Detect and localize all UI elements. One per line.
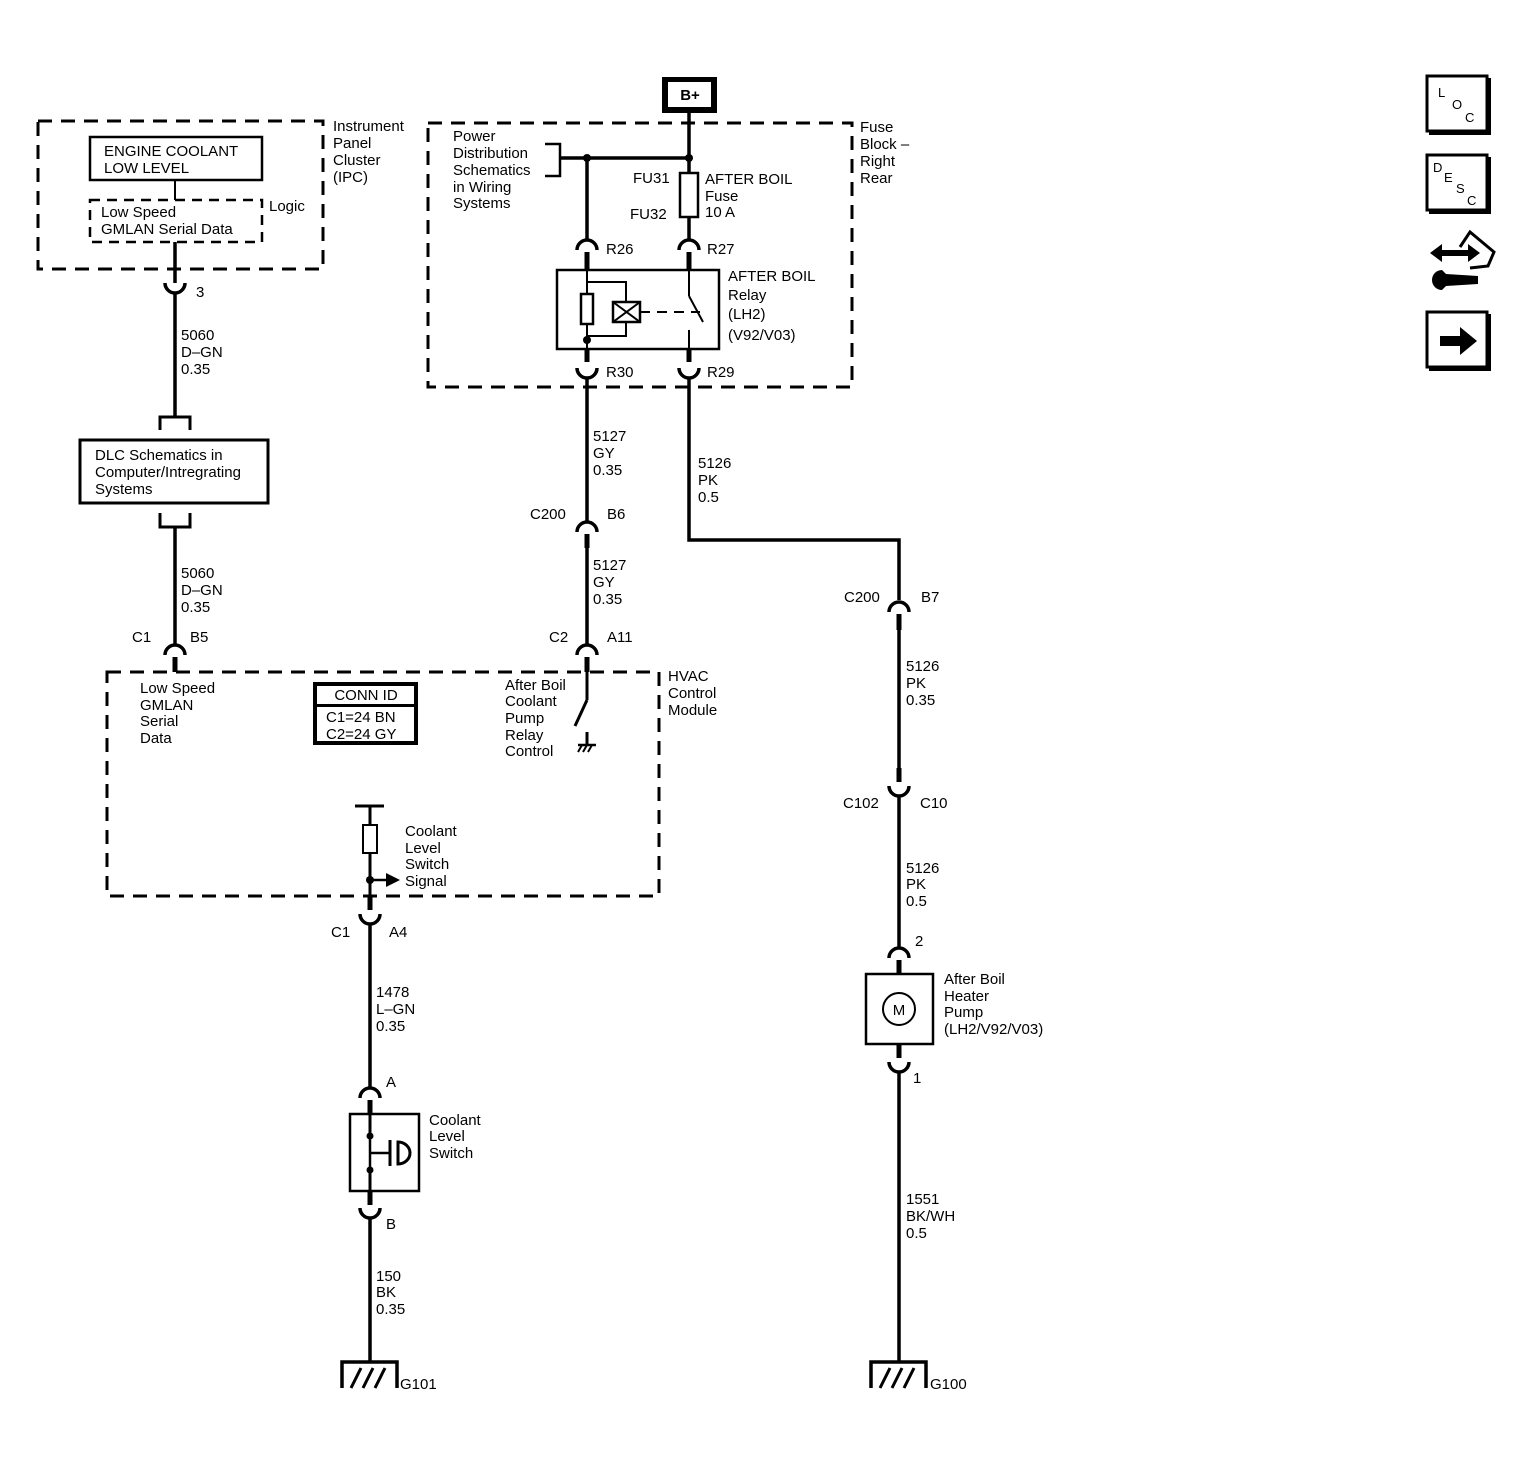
conn-id-title: CONN ID <box>334 687 398 704</box>
ground-g100-label: G100 <box>930 1376 967 1393</box>
c1-a4-conn: C1 <box>331 924 350 941</box>
hvac-control-module: HVAC Control Module Low Speed GMLAN Seri… <box>105 668 721 898</box>
wire-5126-lower: 5126 PK 0.5 <box>906 860 944 910</box>
ipc-logic-gmlan: Low Speed GMLAN Serial Data <box>101 204 233 238</box>
pump-label: After Boil Heater Pump (LH2/V92/V03) <box>944 971 1043 1038</box>
svg-text:C: C <box>1467 193 1476 208</box>
ipc-connector-pin: 3 <box>196 284 204 301</box>
coolant-switch-signal-label: Coolant Level Switch Signal <box>405 823 461 890</box>
power-distribution-label: Power Distribution Schematics in Wiring … <box>453 128 535 212</box>
wire-5127-lower: 5127 GY 0.35 <box>593 557 631 608</box>
wire-5060-lower: 5060 D–GN 0.35 <box>181 565 227 616</box>
wire-5127-upper: 5127 GY 0.35 <box>593 428 631 479</box>
coolant-level-switch-label: Coolant Level Switch <box>429 1112 485 1162</box>
svg-text:E: E <box>1444 170 1453 185</box>
dlc-box: DLC Schematics in Computer/Intregrating … <box>78 438 270 505</box>
c1-b5-pin: B5 <box>190 629 208 646</box>
hvac-name: HVAC Control Module <box>668 668 721 719</box>
chassis-ground-icon <box>577 743 596 753</box>
c102-c10-pin: C10 <box>920 795 948 812</box>
switch-pin-b: B <box>386 1216 396 1233</box>
conn-id-rows: C1=24 BN C2=24 GY <box>326 709 400 743</box>
motor-symbol: M <box>893 1002 906 1019</box>
c200-b7-pin: B7 <box>921 589 939 606</box>
c102-c10-conn: C102 <box>843 795 879 812</box>
c200-b6-conn: C200 <box>530 506 566 523</box>
ground-g101-label: G101 <box>400 1376 437 1393</box>
svg-text:C: C <box>1465 110 1474 125</box>
c2-a11-conn: C2 <box>549 629 568 646</box>
after-boil-heater-pump: M After Boil Heater Pump (LH2/V92/V03) <box>864 971 1043 1046</box>
wire-150: 150 BK 0.35 <box>376 1268 405 1318</box>
fuse-id-fu31: FU31 <box>633 170 670 187</box>
fuse-block-name: Fuse Block – Right Rear <box>860 119 913 187</box>
pump-pin-bottom: 1 <box>913 1070 921 1087</box>
wire-5126-upper: 5126 PK 0.5 <box>698 455 736 506</box>
pin-r30: R30 <box>606 364 634 381</box>
wire-5060-upper: 5060 D–GN 0.35 <box>181 327 227 378</box>
c1-a4-pin: A4 <box>389 924 407 941</box>
relay-control-label: After Boil Coolant Pump Relay Control <box>505 677 570 760</box>
dlc-label: DLC Schematics in Computer/Intregrating … <box>95 447 245 498</box>
pin-r26: R26 <box>606 241 634 258</box>
c2-a11-pin: A11 <box>607 629 633 646</box>
desc-button[interactable]: D E S C <box>1425 153 1491 214</box>
after-boil-relay-label: AFTER BOIL Relay (LH2) (V92/V03) <box>728 268 819 344</box>
c200-b7-conn: C200 <box>844 589 880 606</box>
battery-terminal: B+ <box>662 77 717 123</box>
svg-text:L: L <box>1438 85 1445 100</box>
arrow-right-icon[interactable] <box>1425 310 1491 371</box>
ipc-name: Instrument Panel Cluster (IPC) <box>333 118 408 186</box>
coolant-level-switch: Coolant Level Switch <box>348 1112 485 1193</box>
battery-label: B+ <box>680 87 700 104</box>
fuse-id-fu32: FU32 <box>630 206 667 223</box>
after-boil-fuse-label: AFTER BOIL Fuse 10 A <box>705 171 796 221</box>
switch-pin-a: A <box>386 1074 396 1091</box>
fuse-block: Fuse Block – Right Rear Power Distributi… <box>426 119 913 389</box>
ipc-module: Instrument Panel Cluster (IPC) ENGINE CO… <box>36 118 408 301</box>
hvac-gmlan-label: Low Speed GMLAN Serial Data <box>140 680 219 747</box>
svg-text:O: O <box>1452 97 1462 112</box>
wire-1478: 1478 L–GN 0.35 <box>376 984 419 1035</box>
pin-r27: R27 <box>707 241 735 258</box>
connector-tools-icon[interactable] <box>1430 229 1496 290</box>
loc-button[interactable]: L O C <box>1425 74 1491 135</box>
ground-g100: G100 <box>869 1360 967 1393</box>
svg-text:S: S <box>1456 181 1465 196</box>
pump-pin-top: 2 <box>915 933 923 950</box>
wire-5126-mid: 5126 PK 0.35 <box>906 658 944 709</box>
c1-b5-conn: C1 <box>132 629 151 646</box>
c200-b6-pin: B6 <box>607 506 625 523</box>
wire-1551: 1551 BK/WH 0.5 <box>906 1191 959 1242</box>
pin-r29: R29 <box>707 364 735 381</box>
ipc-logic-label: Logic <box>269 198 305 215</box>
ground-g101: G101 <box>340 1360 437 1393</box>
engine-coolant-indicator: ENGINE COOLANT LOW LEVEL <box>104 143 242 177</box>
svg-text:D: D <box>1433 160 1442 175</box>
